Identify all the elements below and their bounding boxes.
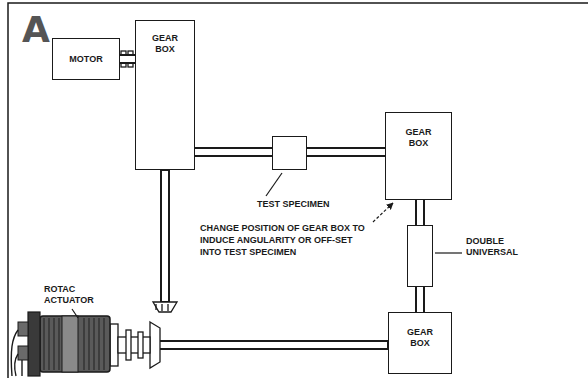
actuator-rib bbox=[43, 318, 44, 370]
shaft-outline bbox=[120, 54, 135, 64]
actuator-rib bbox=[48, 318, 49, 370]
node-label: DOUBLE UNIVERSAL bbox=[466, 236, 536, 258]
shaft-outline bbox=[415, 287, 425, 312]
actuator-rib bbox=[93, 318, 94, 370]
actuator-shaft bbox=[110, 324, 150, 366]
gear-box: GEAR BOX bbox=[385, 112, 452, 200]
actuator-rib bbox=[88, 318, 89, 370]
shaft-connector bbox=[307, 152, 385, 153]
node-label: MOTOR bbox=[53, 39, 119, 65]
shaft-connector bbox=[120, 59, 135, 60]
shaft-connector bbox=[420, 200, 421, 225]
shaft-connector bbox=[420, 287, 421, 312]
shaft-outline bbox=[195, 147, 272, 157]
bottom-shaft bbox=[150, 345, 388, 346]
node-label: GEAR BOX bbox=[400, 313, 440, 349]
rotac-actuator bbox=[11, 312, 110, 376]
shaft-core bbox=[195, 149, 272, 155]
leader-line bbox=[266, 173, 282, 196]
shaft-core bbox=[120, 56, 135, 62]
gear-box: GEAR BOX bbox=[388, 312, 452, 374]
shaft-connector bbox=[195, 152, 272, 153]
double-universal: DOUBLE UNIVERSAL bbox=[407, 225, 433, 287]
gear-box: GEAR BOX bbox=[135, 20, 195, 170]
node-label: GEAR BOX bbox=[399, 113, 439, 149]
node-label: GEAR BOX bbox=[145, 21, 185, 55]
shaft-outline bbox=[415, 200, 425, 225]
panel-frame bbox=[8, 3, 588, 378]
node-label: TEST SPECIMEN bbox=[257, 199, 367, 210]
actuator-rib bbox=[83, 318, 84, 370]
actuator-rib bbox=[58, 318, 59, 370]
vertical-shaft bbox=[165, 170, 166, 302]
leader-arrow bbox=[373, 203, 393, 222]
bevel-gear bbox=[150, 302, 177, 368]
actuator-rib bbox=[98, 318, 99, 370]
shaft-core bbox=[417, 287, 423, 312]
panel-letter: A bbox=[22, 8, 72, 52]
leader-line bbox=[435, 252, 462, 253]
shaft-core bbox=[417, 200, 423, 225]
test-specimen: TEST SPECIMEN bbox=[272, 136, 307, 170]
note-text: CHANGE POSITION OF GEAR BOX TO INDUCE AN… bbox=[200, 222, 372, 258]
shaft-outline bbox=[307, 147, 385, 157]
shaft-core bbox=[307, 149, 385, 155]
callout-label: ROTAC ACTUATOR bbox=[44, 284, 106, 306]
leader-line bbox=[72, 309, 78, 318]
motor-box: MOTOR bbox=[52, 38, 120, 80]
actuator-rib bbox=[53, 318, 54, 370]
actuator-rib bbox=[103, 318, 104, 370]
